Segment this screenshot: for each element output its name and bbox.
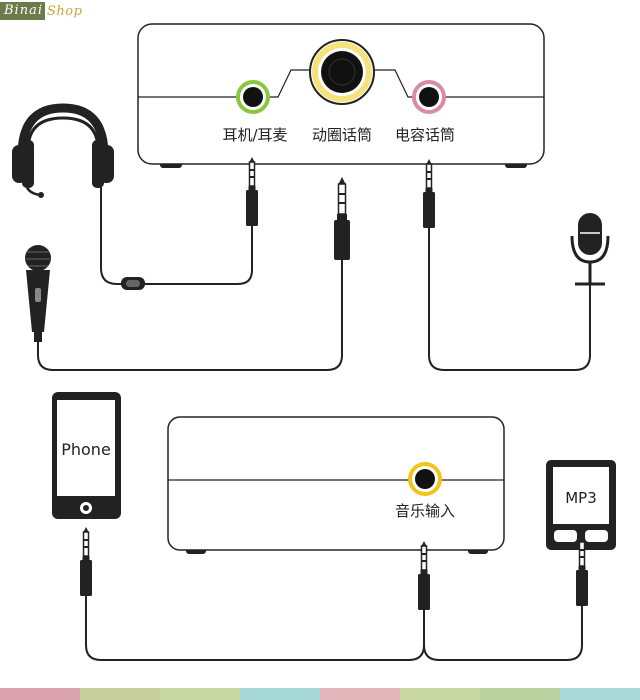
brand-logo-part2: Shop xyxy=(47,3,83,19)
headset-jack xyxy=(245,156,259,227)
dynamic-mic-jack xyxy=(333,176,351,261)
mp3-cable xyxy=(423,606,583,661)
phone-cable xyxy=(85,596,425,661)
handheld-mic-icon xyxy=(25,245,51,342)
condenser-mic-port[interactable] xyxy=(412,80,446,114)
music-input-port-label: 音乐输入 xyxy=(395,502,455,520)
headset-port[interactable] xyxy=(236,80,270,114)
stripe-segment xyxy=(0,688,80,700)
handheld-mic-cable xyxy=(37,260,343,371)
music-input-port[interactable] xyxy=(408,462,442,496)
phone-icon xyxy=(52,392,121,519)
stripe-segment xyxy=(480,688,560,700)
stripe-segment xyxy=(560,688,640,700)
headset-icon xyxy=(12,103,114,198)
condenser-mic-jack xyxy=(422,158,436,229)
condenser-mic-port-label: 电容话筒 xyxy=(395,126,455,144)
dynamic-mic-port-label: 动圈话筒 xyxy=(312,126,372,144)
headset-port-label: 耳机/耳麦 xyxy=(222,126,287,144)
condenser-mic-icon xyxy=(570,213,610,286)
mp3-label: MP3 xyxy=(565,489,597,507)
condenser-mic-cable xyxy=(428,228,591,371)
phone-jack xyxy=(79,526,93,597)
stripe-segment xyxy=(160,688,240,700)
music-input-jack xyxy=(417,540,431,611)
decorative-stripe-bar xyxy=(0,688,640,700)
stripe-segment xyxy=(240,688,320,700)
phone-label: Phone xyxy=(61,440,111,459)
stripe-segment xyxy=(400,688,480,700)
stripe-segment xyxy=(80,688,160,700)
music-box xyxy=(167,416,505,554)
dynamic-mic-port[interactable] xyxy=(309,39,375,105)
headset-cable xyxy=(100,178,253,285)
stripe-segment xyxy=(320,688,400,700)
brand-logo-part1: Binai xyxy=(0,2,45,20)
mp3-player-icon xyxy=(546,460,616,550)
